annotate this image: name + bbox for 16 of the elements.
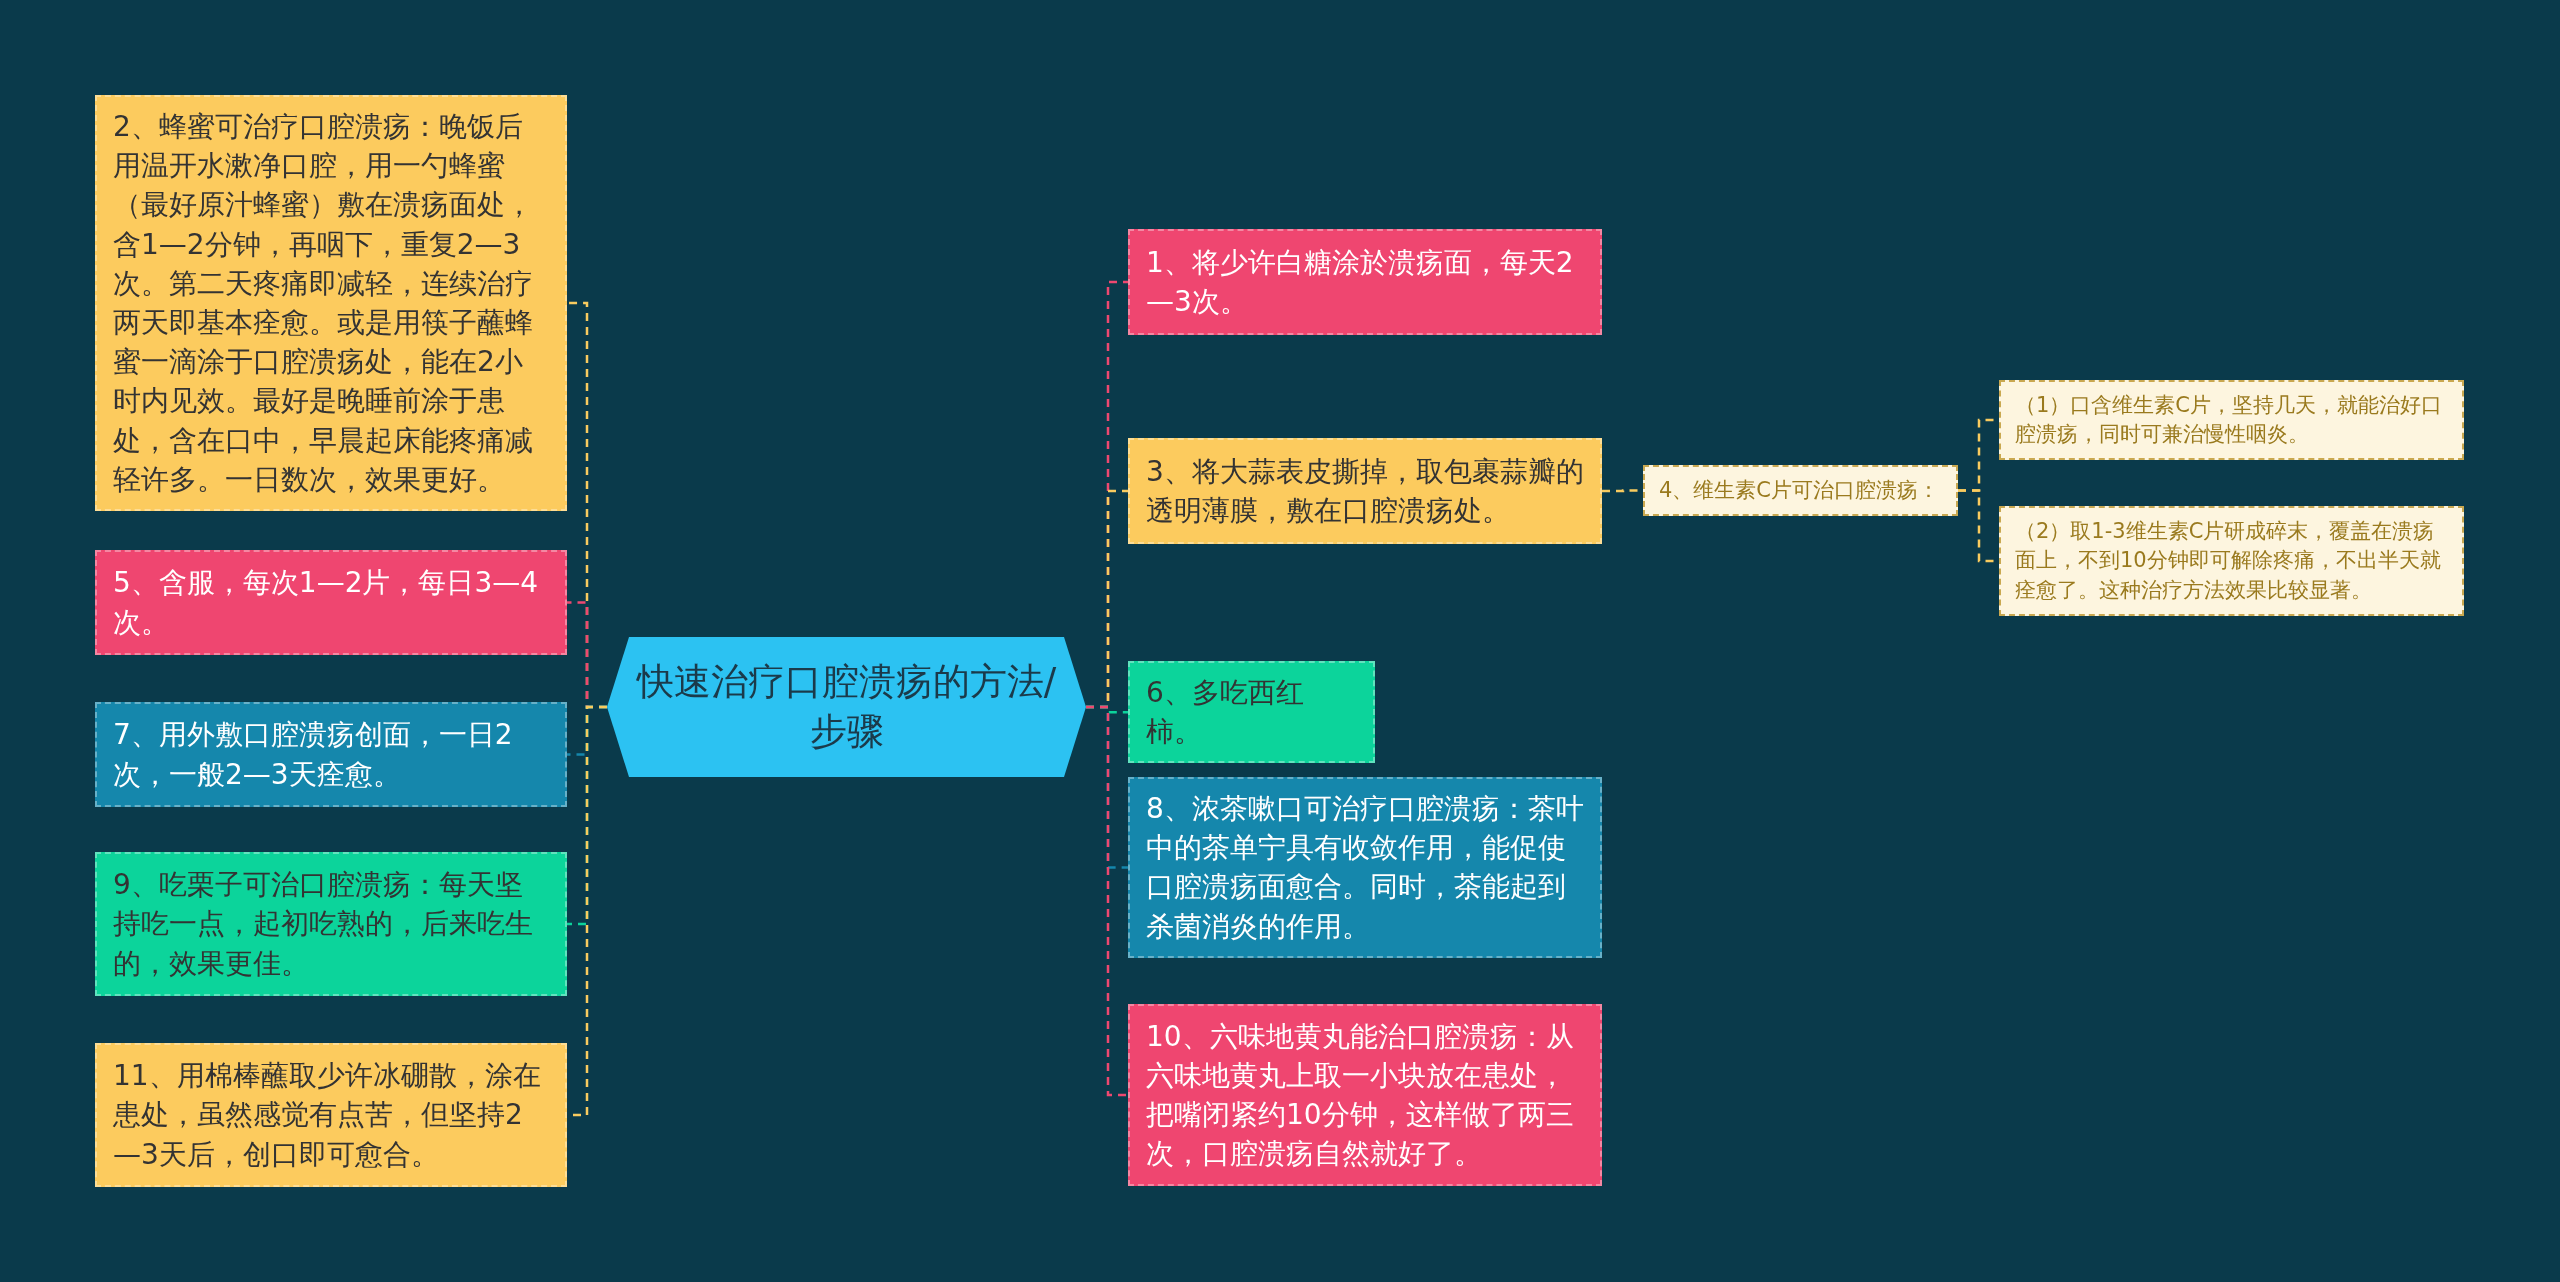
topic-box: 10、六味地黄丸能治口腔溃疡：从六味地黄丸上取一小块放在患处，把嘴闭紧约10分钟，这样做了两三次，口腔溃疡自然就好了。 <box>1128 1004 1602 1186</box>
detail-box: 4、维生素C片可治口腔溃疡： <box>1643 465 1958 516</box>
detail-box: （1）口含维生素C片，坚持几天，就能治好口腔溃疡，同时可兼治慢性咽炎。 <box>1999 380 2464 460</box>
topic-text: 快速治疗口腔溃疡的方法/步骤 <box>635 659 1058 755</box>
topic-box: 11、用棉棒蘸取少许冰硼散，涂在患处，虽然感觉有点苦，但坚持2—3天后，创口即可愈合。 <box>95 1043 567 1187</box>
topic-box: 6、多吃西红柿。 <box>1128 661 1375 764</box>
topic-box: 7、用外敷口腔溃疡创面，一日2次，一般2—3天痊愈。 <box>95 702 567 807</box>
topic-box: 5、含服，每次1—2片，每日3—4次。 <box>95 550 567 655</box>
detail-box: （2）取1-3维生素C片研成碎末，覆盖在溃疡面上，不到10分钟即可解除疼痛，不出半天就痊愈了。这种治疗方法效果比较显著。 <box>1999 506 2464 616</box>
topic-box: 9、吃栗子可治口腔溃疡：每天坚持吃一点，起初吃熟的，后来吃生的，效果更佳。 <box>95 852 567 996</box>
topic-box: 1、将少许白糖涂於溃疡面，每天2—3次。 <box>1128 229 1602 335</box>
topic-box: 3、将大蒜表皮撕掉，取包裹蒜瓣的透明薄膜，敷在口腔溃疡处。 <box>1128 438 1602 544</box>
topic-box: 2、蜂蜜可治疗口腔溃疡：晚饭后用温开水漱净口腔，用一勺蜂蜜（最好原汁蜂蜜）敷在溃疡面处，含1—2分钟，再咽下，重复2—3次。第二天疼痛即减轻，连续治疗两天即基本痊愈。或是用筷子蘸蜂蜜一滴涂于口腔溃疡处，能在2小时内见效。最好是晚睡前涂于患处，含在口中，早晨起床能疼痛减轻许多。一日数次，效果更好。 <box>95 95 567 511</box>
topic-hexagon <box>607 637 1086 777</box>
topic-box: 8、浓茶嗽口可治疗口腔溃疡：茶叶中的茶单宁具有收敛作用，能促使口腔溃疡面愈合。同时，茶能起到杀菌消炎的作用。 <box>1128 777 1602 958</box>
connector-line <box>1086 705 1128 1097</box>
